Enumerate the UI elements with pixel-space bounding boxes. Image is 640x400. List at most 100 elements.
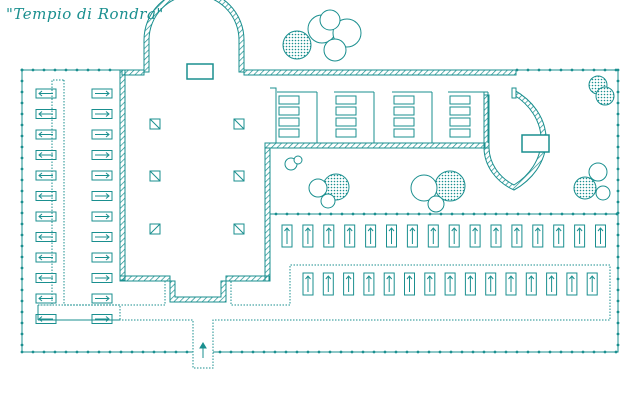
fence-post — [130, 350, 134, 354]
fence-post — [460, 350, 464, 354]
pew-arrowhead — [105, 213, 110, 220]
tree — [588, 162, 608, 182]
pew-arrowhead — [366, 275, 372, 280]
tree — [282, 30, 312, 60]
fence-post — [20, 211, 24, 215]
right-pew-rows — [281, 224, 606, 296]
pew-arrowhead — [430, 227, 437, 232]
pew-arrowhead — [493, 227, 499, 232]
fence-post — [86, 350, 90, 354]
fence-post — [284, 350, 288, 354]
fence-post — [20, 112, 24, 116]
fence-post — [581, 68, 585, 72]
fence-post — [152, 350, 156, 354]
fence-post — [20, 350, 24, 354]
tree — [308, 178, 328, 198]
fence-post — [592, 350, 596, 354]
pew-arrowhead — [447, 275, 453, 280]
fence-post — [450, 212, 454, 216]
fence-post — [31, 68, 35, 72]
pew-arrowhead — [305, 227, 311, 232]
pew-arrowhead — [38, 234, 43, 240]
fence-post — [406, 212, 410, 216]
fence-post — [482, 350, 486, 354]
pillar-diagonal — [149, 170, 161, 182]
room-wall — [470, 91, 485, 143]
fence-post — [616, 343, 620, 347]
fence-post — [20, 178, 24, 182]
fence-post — [416, 350, 420, 354]
fence-post — [20, 288, 24, 292]
pew-arrowhead — [38, 295, 43, 302]
fence-post — [581, 350, 585, 354]
fence-post — [616, 266, 620, 270]
fence-post — [616, 310, 620, 314]
fence-post — [582, 212, 586, 216]
pew-arrowhead — [534, 227, 541, 232]
fence-post — [31, 350, 35, 354]
fence-post — [548, 350, 552, 354]
fence-post — [383, 350, 387, 354]
fence-post — [483, 212, 487, 216]
pew-arrowhead — [325, 227, 332, 232]
fence-post — [505, 212, 509, 216]
pew-arrowhead — [38, 90, 43, 97]
tree — [319, 9, 341, 31]
room-bench — [449, 106, 471, 116]
fence-post — [559, 68, 563, 72]
fence-posts — [20, 68, 620, 354]
room-bench — [393, 106, 415, 116]
fence-post — [471, 350, 475, 354]
altar — [186, 63, 214, 80]
pew-arrowhead — [38, 152, 43, 158]
fence-post — [449, 350, 453, 354]
fence-post — [537, 68, 541, 72]
fence-post — [20, 233, 24, 237]
fence-post — [20, 343, 24, 347]
room-bench — [278, 95, 300, 105]
fence-post — [603, 350, 607, 354]
fence-post — [185, 350, 189, 354]
tree — [427, 195, 445, 213]
pew-arrowhead — [325, 275, 332, 280]
pew-arrowhead — [38, 131, 43, 138]
pew-arrowhead — [576, 227, 583, 232]
fence-post — [20, 90, 24, 94]
left-pew-rows — [35, 88, 113, 324]
fence-post — [318, 212, 322, 216]
fence-post — [616, 145, 620, 149]
room-bench — [449, 128, 471, 138]
fence-post — [340, 212, 344, 216]
fence-post — [494, 212, 498, 216]
fence-post — [616, 79, 620, 83]
fence-post — [295, 350, 299, 354]
fence-post — [616, 222, 620, 226]
pillar-diagonal — [149, 223, 161, 235]
room-bench — [278, 128, 300, 138]
fence-post — [20, 134, 24, 138]
fence-post — [461, 212, 465, 216]
fence-post — [20, 277, 24, 281]
fence-post — [549, 212, 553, 216]
pew-arrowhead — [105, 295, 110, 302]
pew-arrowhead — [38, 254, 43, 261]
fence-post — [64, 350, 68, 354]
fence-post — [394, 350, 398, 354]
fence-post — [351, 212, 355, 216]
tree — [293, 155, 303, 165]
fence-post — [42, 350, 46, 354]
chapel-altar — [521, 134, 550, 153]
room-bench — [335, 117, 357, 127]
side-rooms — [270, 87, 489, 143]
fence-post — [262, 350, 266, 354]
fence-post — [163, 350, 167, 354]
fence-post — [515, 350, 519, 354]
fence-post — [504, 350, 508, 354]
fence-post — [20, 310, 24, 314]
tree — [573, 176, 597, 200]
fence-post — [251, 350, 255, 354]
pew-arrowhead — [569, 275, 575, 280]
fence-post — [616, 332, 620, 336]
fence-post — [439, 212, 443, 216]
fence-post — [405, 350, 409, 354]
